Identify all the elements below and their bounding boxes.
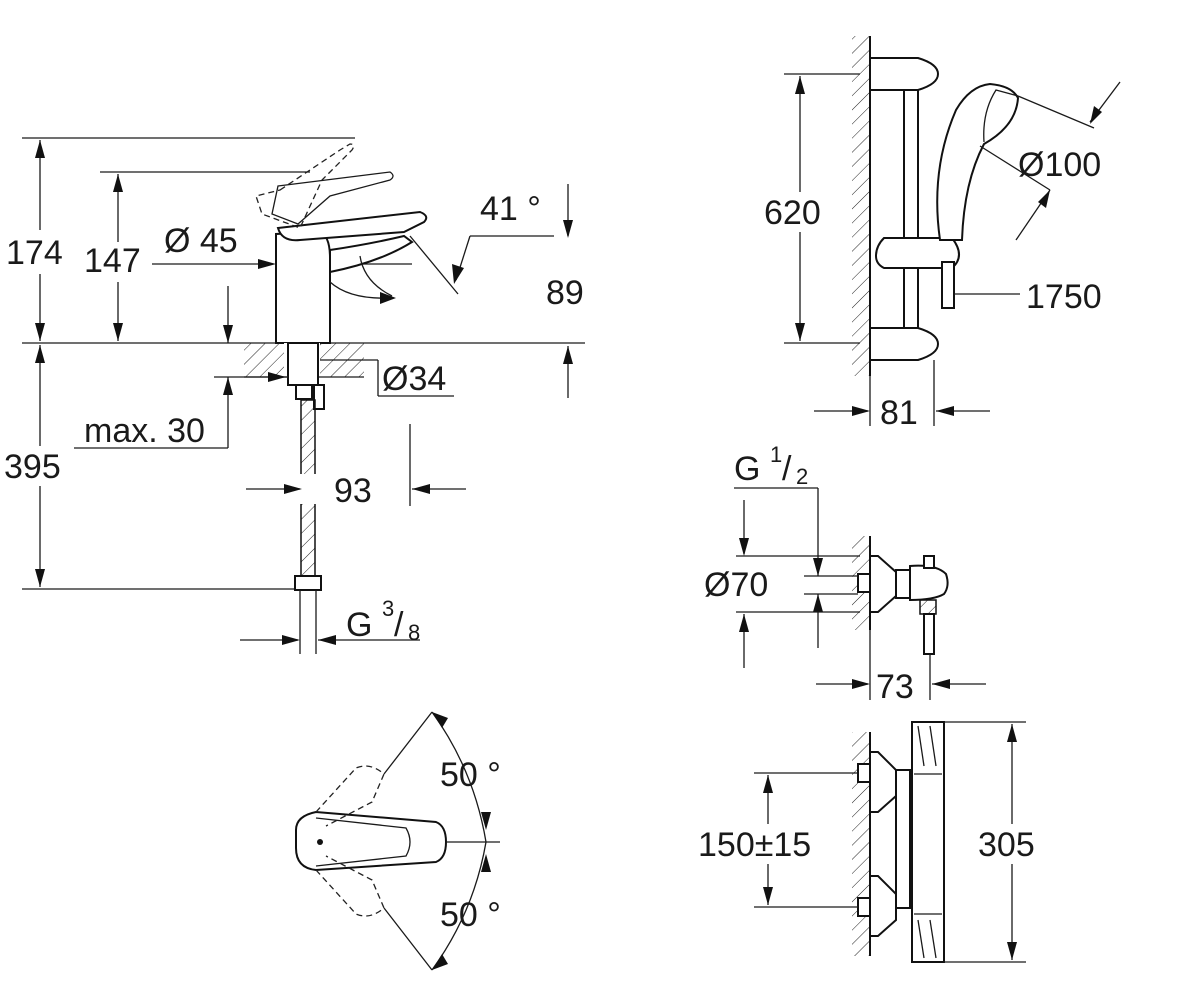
dim-max-30: max. 30 [84,412,205,450]
dim-diameter-100: Ø100 [1018,146,1101,184]
dim-81: 81 [880,394,918,432]
dim-150-15: 150±15 [698,826,811,864]
dim-620: 620 [764,194,821,232]
dim-diameter-70: Ø70 [704,566,768,604]
svg-text:/: / [782,450,792,488]
dim-g38-den: 8 [408,620,420,645]
dim-1750: 1750 [1026,278,1102,316]
basin-faucet-side-view [22,137,585,654]
dim-angle-50-top: 50 ° [440,756,501,794]
svg-text:/: / [394,606,404,644]
dim-93: 93 [334,472,372,510]
dim-g12-prefix: G [734,450,760,488]
dim-diameter-45: Ø 45 [164,222,238,260]
lever-top-view [295,711,500,971]
dim-diameter-34: Ø34 [382,360,446,398]
dim-73: 73 [876,668,914,706]
dim-angle-41: 41 ° [480,190,541,228]
dim-angle-50-bottom: 50 ° [440,896,501,934]
dim-89: 89 [546,274,584,312]
dim-147: 147 [84,242,141,280]
dim-395: 395 [4,448,61,486]
dim-g12-num: 1 [770,442,782,467]
dim-g12-den: 2 [796,464,808,489]
dim-g38-prefix: G [346,606,372,644]
shower-mixer-side-view [734,487,986,700]
dim-g38-num: 3 [382,596,394,621]
dim-305: 305 [978,826,1035,864]
dim-174: 174 [6,234,63,272]
thermostat-side-view [754,721,1026,963]
shower-rail-view [784,36,1121,426]
